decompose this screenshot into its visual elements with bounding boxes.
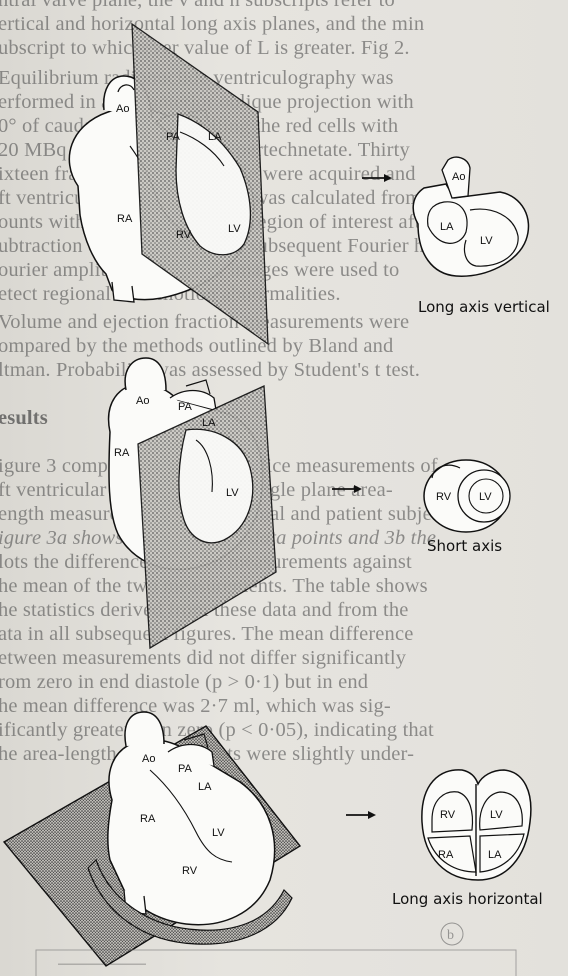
arrow-icon	[346, 811, 376, 819]
section-label: LA	[440, 221, 454, 233]
arrow-icon	[332, 485, 362, 493]
heart-label: Ao	[142, 753, 155, 765]
heart-label: RV	[176, 229, 192, 241]
heart-label: Ao	[136, 395, 149, 407]
heart-label: RA	[114, 447, 130, 459]
panel-long-axis-horizontal: Ao PA LA RA RV LV RV LV RA LA Long axis …	[4, 712, 543, 966]
heart-label: RA	[140, 813, 156, 825]
heart-drawing	[88, 712, 292, 944]
heart-label: Ao	[116, 103, 129, 115]
heart-label: LA	[208, 131, 222, 143]
heart-label: LA	[198, 781, 212, 793]
arrow-icon	[362, 174, 392, 182]
panel-short-axis: Ao PA LA RA LV RV LV Short axis	[109, 358, 510, 648]
section-label: LA	[488, 849, 502, 861]
section-label: LV	[480, 235, 493, 247]
section-label: LV	[490, 809, 503, 821]
heart-label: LV	[212, 827, 225, 839]
heart-label: PA	[178, 401, 193, 413]
section-long-axis-vertical: Ao LA LV	[413, 157, 528, 276]
heart-label: PA	[166, 131, 181, 143]
heart-label: LV	[226, 487, 239, 499]
panel-long-axis-vertical: Ao PA LA RA RV LV Ao LA LV Long axis ver…	[69, 24, 550, 344]
section-label: RV	[440, 809, 456, 821]
section-long-axis-horizontal: RV LV RA LA	[422, 770, 531, 880]
section-label: RV	[436, 491, 452, 503]
heart-label: LV	[228, 223, 241, 235]
caption-long-axis-vertical: Long axis vertical	[418, 298, 550, 316]
caption-short-axis: Short axis	[427, 537, 502, 555]
heart-label: RV	[182, 865, 198, 877]
panel-letter: b	[447, 928, 454, 943]
section-label: RA	[438, 849, 454, 861]
heart-label: LA	[202, 417, 216, 429]
section-label: Ao	[452, 171, 465, 183]
panel-letter-badge: b	[441, 923, 463, 945]
section-short-axis: RV LV	[424, 460, 510, 532]
heart-label: PA	[178, 763, 193, 775]
section-label: LV	[479, 491, 492, 503]
caption-long-axis-horizontal: Long axis horizontal	[392, 890, 543, 908]
heart-label: RA	[117, 213, 133, 225]
